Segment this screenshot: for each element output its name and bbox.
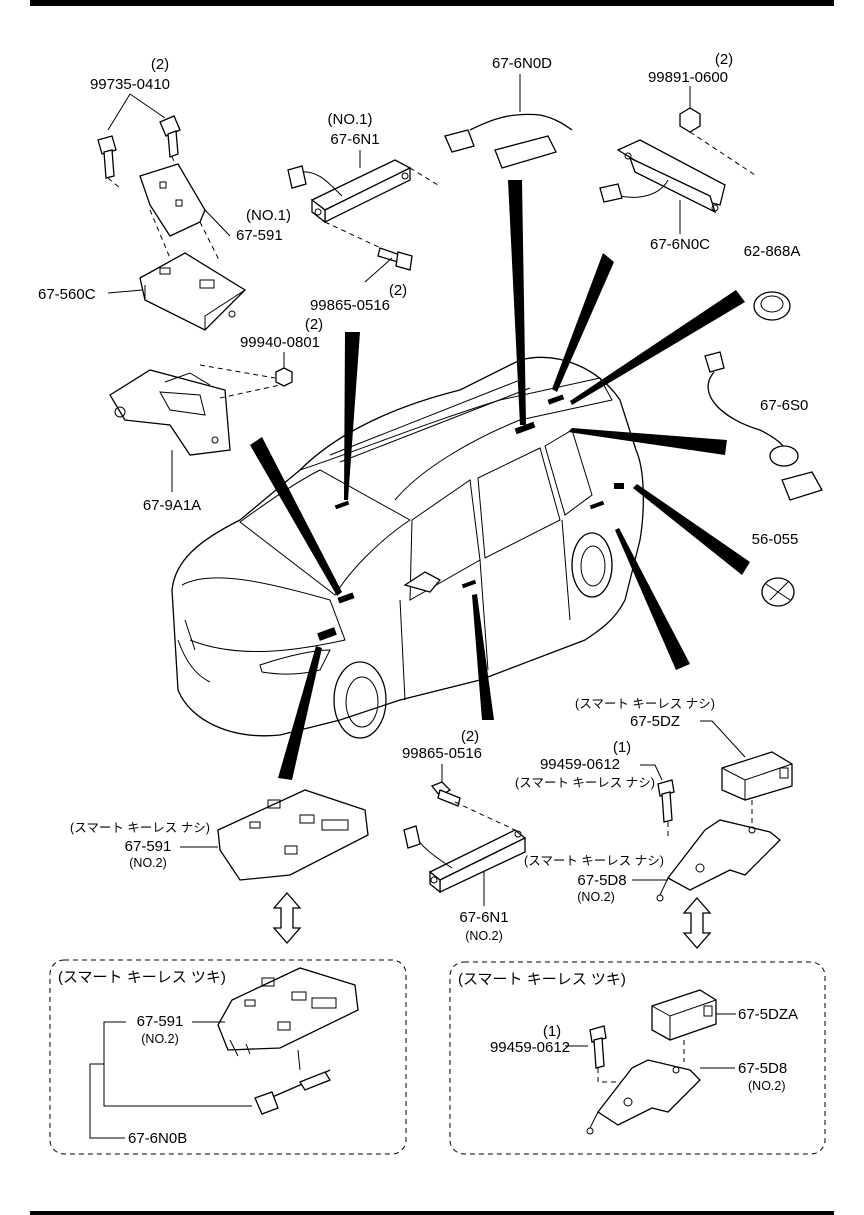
- part-5D8-no2-sub: (NO.2): [577, 890, 615, 904]
- part-6N0D-code: 67-6N0D: [492, 55, 552, 72]
- part-6N1-no2-code: 67-6N1: [459, 909, 508, 926]
- part-56055-code: 56-055: [752, 531, 799, 548]
- swap-arrow-right: [682, 897, 712, 949]
- part-591-no1-code: 67-591: [236, 227, 283, 244]
- bracket-5D8-no2: (スマート キーレス ナシ) 67-5D8 (NO.2): [524, 819, 781, 904]
- harness-6N0D: 67-6N0D: [444, 55, 573, 169]
- part-5D8-no2-note: (スマート キーレス ナシ): [524, 854, 664, 868]
- part-99459-top-code: 99459-0612: [540, 756, 620, 773]
- nut-99940-group: (2) 99940-0801: [240, 316, 323, 387]
- part-868A-code: 62-868A: [744, 243, 801, 260]
- box-left-title: (スマート キーレス ツキ): [58, 969, 226, 986]
- bracket-591-no1: (NO.1) 67-591: [139, 163, 291, 263]
- option-box-right: (スマート キーレス ツキ) 67-5DZA (1) 99459-0612 67…: [449, 961, 826, 1155]
- bolt-99735-group: (2) 99735-0410: [90, 56, 181, 189]
- box-right-5D8-code: 67-5D8: [738, 1060, 787, 1077]
- antenna-6N0C-group: (2) 99891-0600 67-6N0C: [599, 51, 756, 253]
- part-99891-qty: (2): [715, 51, 733, 68]
- antenna-6N1-no2: (2) 99865-0516 67-6N1 (NO.2): [402, 728, 527, 943]
- screw-99865-top: (2) 99865-0516: [310, 247, 413, 314]
- box-right-5D8-sub: (NO.2): [748, 1079, 786, 1093]
- bottom-border-bar: [30, 1211, 834, 1215]
- part-99865-mid-code: 99865-0516: [402, 745, 482, 762]
- part-99865-mid-qty: (2): [461, 728, 479, 745]
- part-99865-top-code: 99865-0516: [310, 297, 390, 314]
- part-99865-top-qty: (2): [389, 282, 407, 299]
- grommet-868A: 62-868A: [744, 243, 801, 321]
- vehicle-illustration: [171, 356, 644, 739]
- part-99735-qty: (2): [151, 56, 169, 73]
- part-5D8-no2-code: 67-5D8: [577, 872, 626, 889]
- part-6S0-code: 67-6S0: [760, 397, 808, 414]
- antenna-6N1-no1: (NO.1) 67-6N1: [287, 111, 439, 251]
- part-99735-code: 99735-0410: [90, 76, 170, 93]
- swap-arrow-left: [272, 892, 302, 944]
- clip-56-055: 56-055: [752, 531, 799, 607]
- part-5DZ-note: (スマート キーレス ナシ): [575, 697, 715, 711]
- part-560C-code: 67-560C: [38, 286, 96, 303]
- leader-pointers: [250, 180, 750, 780]
- box-left-6N0B-code: 67-6N0B: [128, 1130, 187, 1147]
- box-right-5DZA-code: 67-5DZA: [738, 1006, 798, 1023]
- sensor-6S0: 67-6S0: [704, 351, 823, 501]
- part-99940-code: 99940-0801: [240, 334, 320, 351]
- part-99459-top-qty: (1): [613, 739, 631, 756]
- box-left-591-code: 67-591: [137, 1013, 184, 1030]
- module-5DZ-group: (スマート キーレス ナシ) 67-5DZ: [575, 697, 793, 825]
- part-591-no2-note: (スマート キーレス ナシ): [70, 821, 210, 835]
- part-9A1A-code: 67-9A1A: [143, 497, 201, 514]
- box-right-99459-qty: (1): [543, 1023, 561, 1040]
- bracket-591-no2: (スマート キーレス ナシ) 67-591 (NO.2): [70, 789, 369, 881]
- part-99940-qty: (2): [305, 316, 323, 333]
- part-591-no2-code: 67-591: [125, 838, 172, 855]
- part-591-no1-note: (NO.1): [246, 207, 291, 224]
- part-5DZ-code: 67-5DZ: [630, 713, 680, 730]
- part-6N1-no2-sub: (NO.2): [465, 929, 503, 943]
- box-right-title: (スマート キーレス ツキ): [458, 971, 626, 988]
- part-591-no2-sub: (NO.2): [129, 856, 167, 870]
- part-99459-top-note: (スマート キーレス ナシ): [515, 776, 655, 790]
- bolt-99459-top: (1) 99459-0612 (スマート キーレス ナシ): [515, 739, 675, 840]
- top-border-bar: [30, 0, 834, 6]
- part-6N0C-code: 67-6N0C: [650, 236, 710, 253]
- box-right-99459-code: 99459-0612: [490, 1039, 570, 1056]
- part-6N1-no1-note: (NO.1): [328, 111, 373, 128]
- bracket-9A1A: 67-9A1A: [109, 364, 281, 514]
- option-box-left: (スマート キーレス ツキ) 67-591 (NO.2) 67-6N0B: [49, 959, 407, 1155]
- part-99891-code: 99891-0600: [648, 69, 728, 86]
- box-left-591-sub: (NO.2): [141, 1032, 179, 1046]
- part-6N1-no1-code: 67-6N1: [330, 131, 379, 148]
- module-560C: 67-560C: [38, 252, 247, 331]
